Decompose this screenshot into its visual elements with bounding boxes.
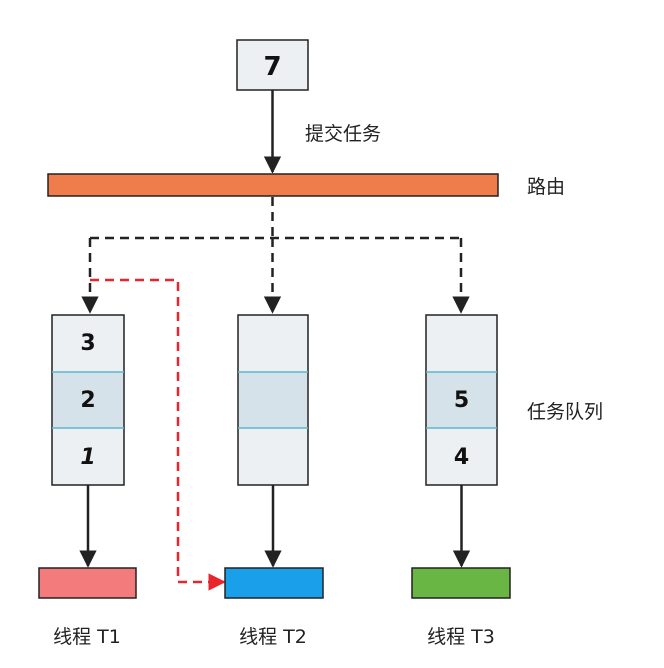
- thread-t1-label: 线程 T1: [53, 626, 121, 648]
- queue-label: 任务队列: [527, 401, 603, 423]
- thread-t3-label: 线程 T3: [427, 626, 495, 648]
- thread-t1-box: [38, 567, 137, 599]
- queue-t2: [237, 314, 309, 486]
- thread-t2-label: 线程 T2: [239, 626, 307, 648]
- queue-t3-cell-bottom: 4: [454, 445, 469, 470]
- submit-label: 提交任务: [305, 123, 381, 145]
- task-box: 7: [236, 39, 309, 91]
- router-label: 路由: [527, 176, 565, 198]
- queue-t3-cell-mid: 5: [454, 388, 469, 413]
- queue-t1-cell-bottom: 1: [80, 445, 95, 470]
- queue-t1-cell-top: 3: [80, 331, 95, 356]
- queue-t3: 5 4: [425, 314, 498, 486]
- routing-dashed-lines: [81, 197, 470, 314]
- queue-t1-cell-mid: 2: [80, 388, 95, 413]
- thread-t3-box: [411, 567, 511, 599]
- steal-dashed-path: [90, 278, 226, 591]
- thread-t2-box: [224, 567, 324, 599]
- task-box-label: 7: [263, 52, 281, 82]
- router-bar: [47, 173, 499, 197]
- dispatch-arrows: [79, 485, 471, 568]
- queue-t1: 3 2 1: [51, 314, 125, 486]
